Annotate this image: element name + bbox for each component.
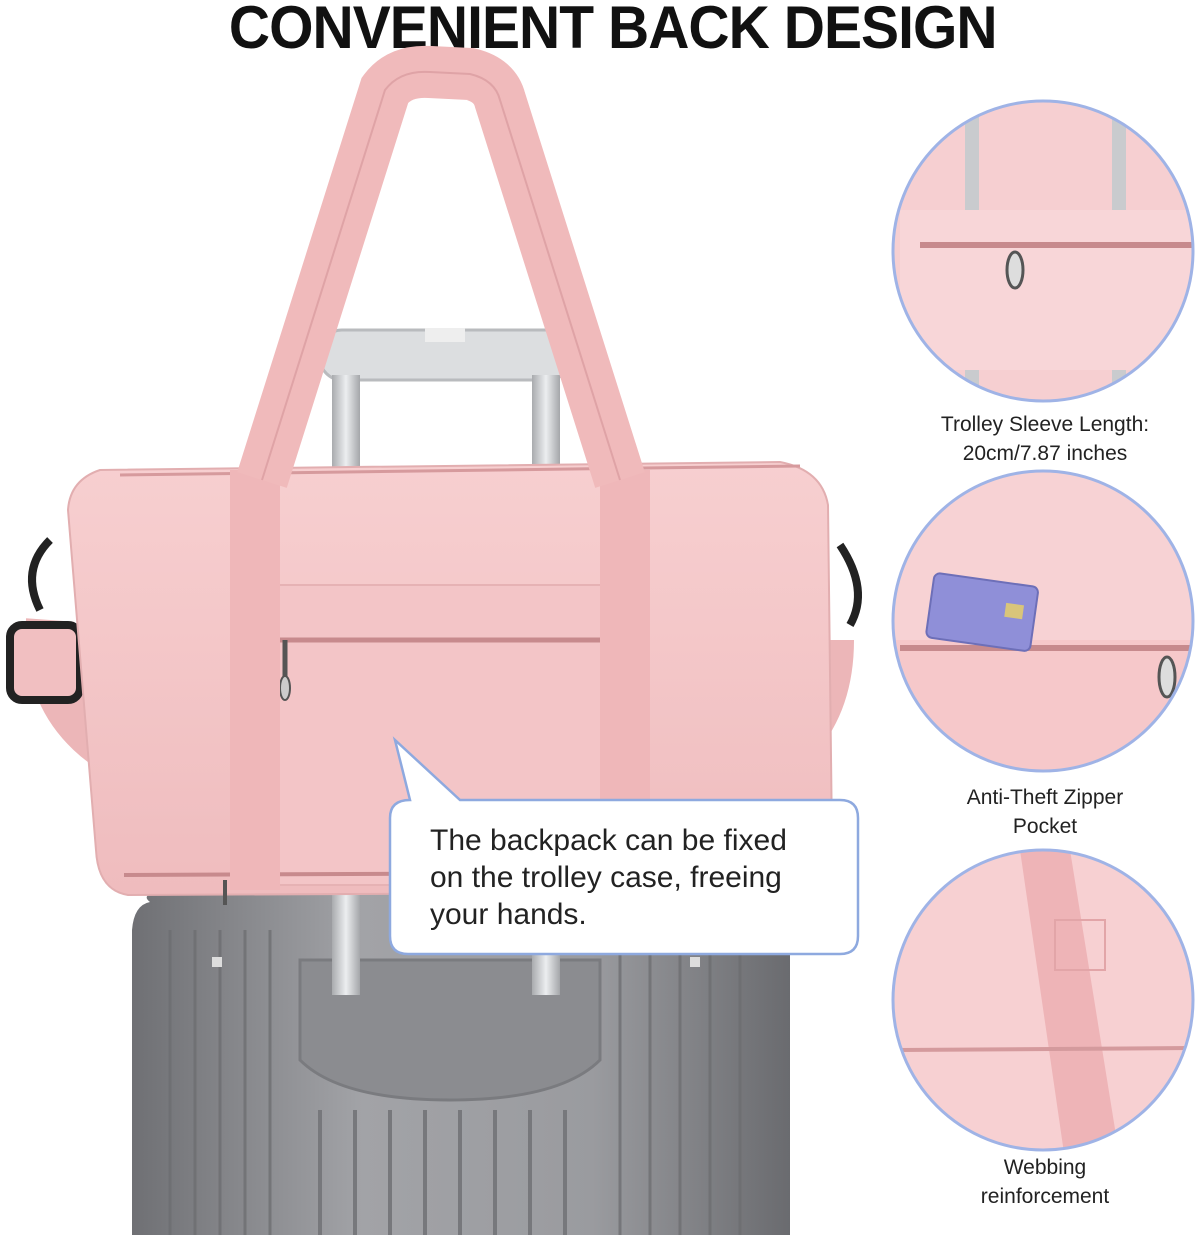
caption-line: Webbing <box>1003 1156 1087 1179</box>
speech-bubble <box>388 736 860 956</box>
caption-webbing: Webbing reinforcement <box>900 1153 1190 1211</box>
zipper-pocket-detail <box>891 469 1195 773</box>
suitcase <box>132 890 790 1235</box>
caption-trolley-sleeve: Trolley Sleeve Length: 20cm/7.87 inches <box>900 410 1190 468</box>
caption-line: Trolley Sleeve Length: <box>940 413 1150 436</box>
bubble-text: The backpack can be fixed on the trolley… <box>430 822 850 933</box>
carry-handles <box>237 45 645 488</box>
duffel-bag <box>66 460 834 905</box>
trolley-sleeve-detail <box>891 99 1195 403</box>
caption-line: Pocket <box>1012 815 1078 838</box>
page-title: CONVENIENT BACK DESIGN <box>228 0 998 61</box>
webbing-detail <box>891 848 1195 1152</box>
bubble-line: on the trolley case, freeing <box>430 861 782 894</box>
caption-zipper-pocket: Anti-Theft Zipper Pocket <box>900 783 1190 841</box>
caption-line: reinforcement <box>980 1185 1110 1208</box>
caption-line: 20cm/7.87 inches <box>962 442 1128 465</box>
bubble-line: your hands. <box>430 898 587 931</box>
caption-line: Anti-Theft Zipper <box>966 786 1124 809</box>
bubble-line: The backpack can be fixed <box>430 824 787 857</box>
